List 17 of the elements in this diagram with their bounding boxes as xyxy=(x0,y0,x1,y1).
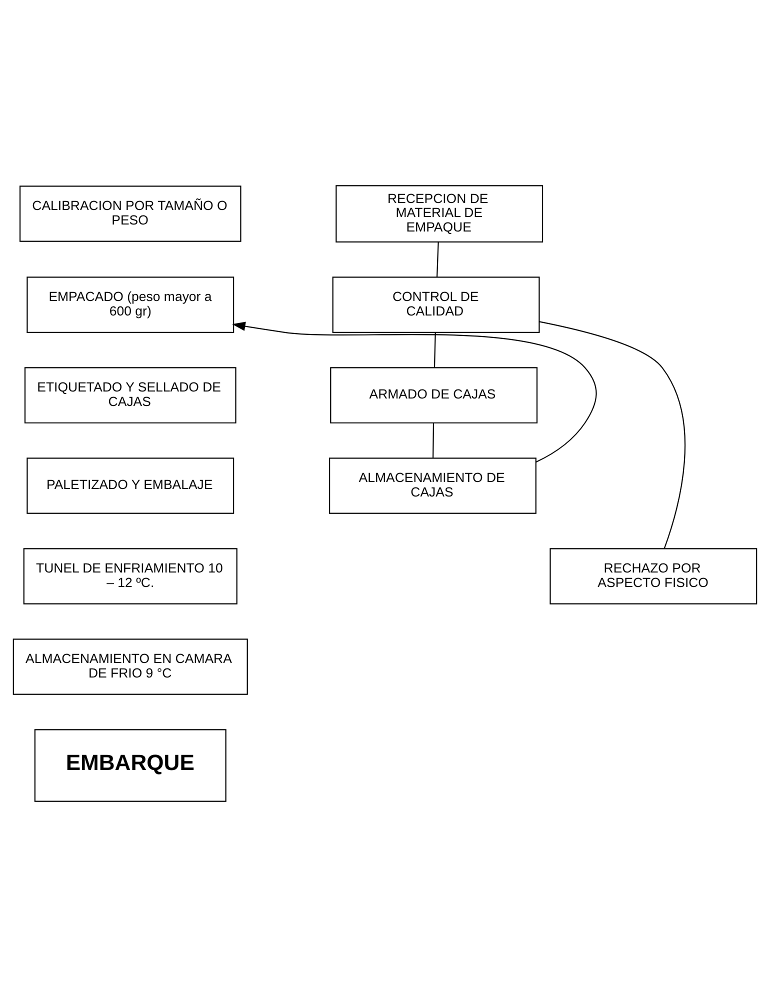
connector xyxy=(436,242,438,278)
node-box: TUNEL DE ENFRIAMIENTO 10 – 12 ºC. xyxy=(22,548,237,604)
node-box: EMPACADO (peso mayor a 600 gr) xyxy=(26,276,234,333)
node-box: EMBARQUE xyxy=(34,729,226,802)
arrow xyxy=(232,322,596,463)
node-box: ALMACENAMIENTO EN CAMARA DE FRIO 9 °C xyxy=(12,638,248,695)
connector xyxy=(538,321,686,549)
connector xyxy=(433,332,436,368)
node-box: ETIQUETADO Y SELLADO DE CAJAS xyxy=(24,367,236,424)
node-box: RECHAZO POR ASPECTO FISICO xyxy=(549,548,757,604)
node-box: ARMADO DE CAJAS xyxy=(330,367,538,424)
node-box: CONTROL DE CALIDAD xyxy=(332,276,540,333)
node-box: PALETIZADO Y EMBALAJE xyxy=(26,458,234,514)
node-box: ALMACENAMIENTO DE CAJAS xyxy=(328,458,536,514)
connector xyxy=(432,422,434,458)
node-box: CALIBRACION POR TAMAÑO O PESO xyxy=(18,186,241,242)
node-box: RECEPCION DE MATERIAL DE EMPAQUE xyxy=(335,185,543,242)
